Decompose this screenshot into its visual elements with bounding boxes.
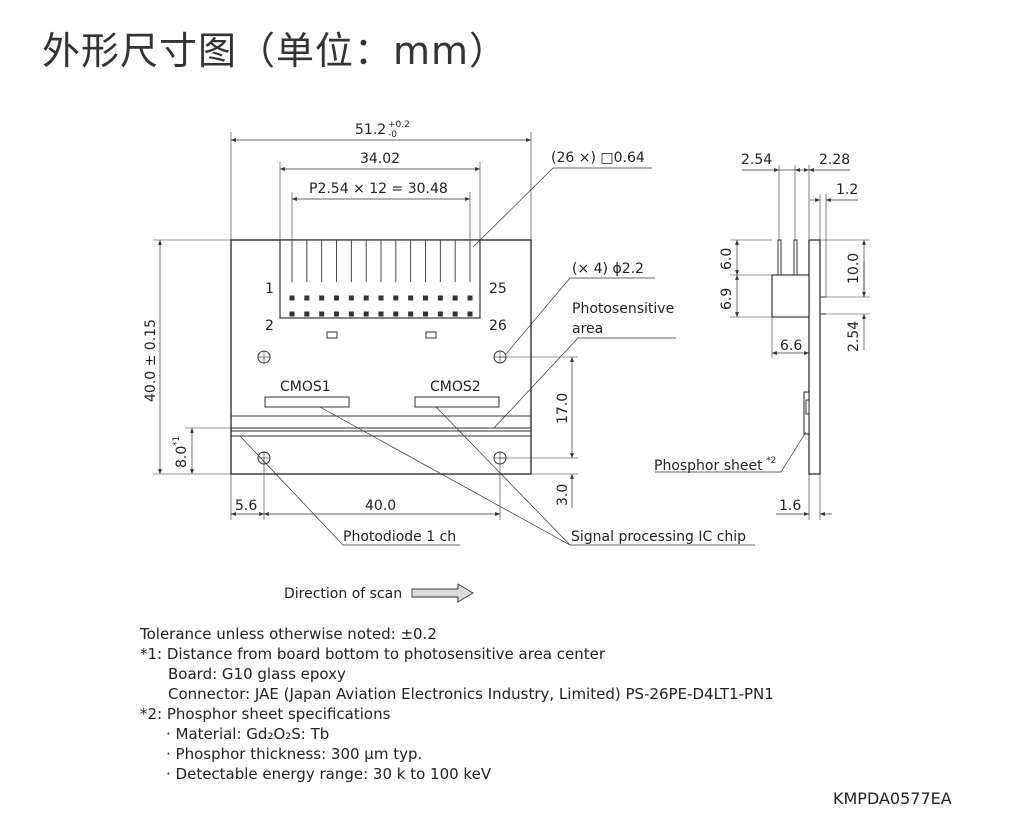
pin-1-label: 1 — [265, 281, 274, 297]
front-view — [153, 132, 755, 546]
pin-26-label: 26 — [489, 318, 507, 334]
pin-square — [363, 311, 369, 317]
dim-2-28: 2.28 — [819, 152, 850, 168]
document-id: KMPDA0577EA — [833, 789, 952, 808]
pin-square — [319, 311, 325, 317]
pad-left — [326, 331, 338, 339]
note-tolerance: Tolerance unless otherwise noted: ±0.2 — [140, 625, 437, 643]
pin-square — [452, 295, 458, 301]
dim-8: 8.0 — [174, 446, 190, 468]
side-view — [655, 165, 870, 520]
pin-square — [408, 311, 414, 317]
pad-right — [425, 331, 437, 339]
ic-label: Signal processing IC chip — [571, 529, 746, 545]
pin-square — [348, 311, 354, 317]
pin-square — [393, 311, 399, 317]
photosensitive-label-1: Photosensitive — [572, 301, 674, 317]
dim-connector-width: 34.02 — [360, 151, 400, 167]
note-1: *1: Distance from board bottom to photos… — [140, 645, 606, 663]
side-view-labels: 2.54 2.28 1.2 6.0 6.9 10.0 2.54 6.6 Phos… — [654, 152, 862, 514]
pin-2-label: 2 — [265, 318, 274, 334]
pin-square — [378, 311, 384, 317]
pin-square — [289, 295, 295, 301]
dim-total-width-tol: +0.2 — [388, 120, 410, 130]
dim-6-9: 6.9 — [719, 288, 735, 310]
cmos1-label: CMOS1 — [280, 379, 331, 395]
dim-total-width: 51.2 — [355, 122, 386, 138]
cmos2-chip — [414, 396, 500, 408]
note-energy: · Detectable energy range: 30 k to 100 k… — [166, 765, 492, 783]
note-material: · Material: Gd₂O₂S: Tb — [166, 725, 330, 743]
pin-square — [393, 295, 399, 301]
dim-6-6: 6.6 — [780, 338, 802, 354]
photosensitive-strip — [231, 415, 531, 437]
notes-block: Tolerance unless otherwise noted: ±0.2 *… — [140, 624, 774, 784]
dim-5-6: 5.6 — [235, 498, 257, 514]
dim-6-0: 6.0 — [719, 248, 735, 270]
pin-square — [334, 295, 339, 301]
pin-square — [304, 311, 310, 317]
page-title: 外形尺寸图（单位：mm） — [42, 29, 509, 73]
dim-1-6: 1.6 — [779, 498, 801, 514]
dim-8-note: *1 — [172, 436, 182, 446]
pin-25-label: 25 — [489, 281, 507, 297]
pin-square — [423, 295, 428, 301]
connector — [279, 239, 481, 319]
dim-height: 40.0 ± 0.15 — [143, 319, 159, 402]
pin-callout: (26 ×) □0.64 — [551, 150, 645, 166]
cmos1-chip — [264, 396, 350, 408]
dim-2-54-top: 2.54 — [741, 152, 772, 168]
side-board — [808, 239, 821, 475]
pin-square — [423, 311, 428, 317]
scan-direction: Direction of scan — [284, 583, 474, 603]
pin-square — [408, 295, 414, 301]
phosphor-label: Phosphor sheet — [654, 458, 763, 474]
photodiode-label: Photodiode 1 ch — [343, 529, 456, 545]
dim-10-0: 10.0 — [846, 253, 862, 284]
pin-square — [452, 311, 458, 317]
pin-square — [437, 311, 443, 317]
pin-square — [348, 295, 354, 301]
dim-1-2: 1.2 — [836, 182, 858, 198]
pin-square — [334, 311, 339, 317]
pin-square — [289, 311, 295, 317]
note-thickness: · Phosphor thickness: 300 μm typ. — [166, 745, 423, 763]
dim-40: 40.0 — [365, 498, 396, 514]
dim-2-54-side: 2.54 — [846, 321, 862, 352]
hole-callout: (× 4) ϕ2.2 — [572, 261, 644, 277]
dim-17: 17.0 — [555, 393, 571, 424]
note-board: Board: G10 glass epoxy — [168, 665, 346, 683]
dim-3: 3.0 — [555, 484, 571, 506]
note-connector: Connector: JAE (Japan Aviation Electroni… — [168, 685, 774, 703]
pin-square — [319, 295, 325, 301]
pin-square — [363, 295, 369, 301]
scan-label: Direction of scan — [284, 586, 402, 602]
scan-arrow-icon — [411, 583, 474, 603]
pin-square — [437, 295, 443, 301]
phosphor-note: *2 — [766, 456, 776, 466]
dim-pitch: P2.54 × 12 = 30.48 — [309, 181, 448, 197]
pin-square — [467, 311, 473, 317]
side-connector — [771, 274, 810, 318]
cmos2-label: CMOS2 — [430, 379, 481, 395]
pin-square — [378, 295, 384, 301]
dim-total-width-tol-lower: -0 — [388, 130, 397, 140]
pin-square — [304, 295, 310, 301]
photosensitive-label-2: area — [572, 321, 603, 337]
front-view-labels: 51.2 +0.2 -0 34.02 P2.54 × 12 = 30.48 (2… — [143, 120, 746, 545]
pin-square — [467, 295, 473, 301]
note-2: *2: Phosphor sheet specifications — [140, 705, 391, 723]
